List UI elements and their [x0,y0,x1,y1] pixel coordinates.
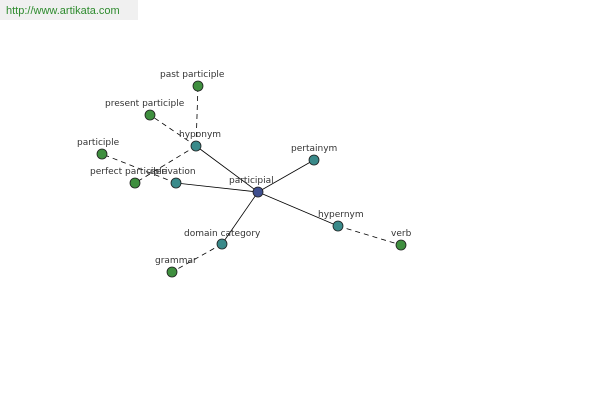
node-verb[interactable]: verb [391,229,412,251]
node-circle-participle[interactable] [96,148,108,160]
node-label-derivation: derivation [150,167,196,177]
edge-hyponym-past-participle [195,85,199,147]
node-past-participle[interactable]: past participle [160,70,225,92]
node-circle-participial[interactable] [252,186,264,198]
edge-hyponym-perfect-participle [134,145,197,184]
nodes-layer: participial hyponym derivation pertainym hyp… [77,70,412,278]
edge-participial-domain-category [221,191,259,245]
node-circle-present-participle[interactable] [144,109,156,121]
edges-layer [101,85,402,273]
node-circle-domain-category[interactable] [216,238,228,250]
edge-derivation-participle [101,153,177,184]
node-label-domain-category: domain category [184,229,261,239]
node-grammar[interactable]: grammar [155,256,197,278]
node-perfect-participle[interactable]: perfect participle [90,167,168,189]
edge-participial-pertainym [257,159,315,193]
node-label-participial: participial [229,176,274,186]
edge-participial-hyponym [195,145,259,193]
node-hypernym[interactable]: hypernym [318,210,364,232]
watermark-url[interactable]: http://www.artikata.com [0,0,138,20]
edge-hyponym-present-participle [149,114,197,147]
node-circle-grammar[interactable] [166,266,178,278]
node-label-past-participle: past participle [160,70,225,80]
node-circle-hypernym[interactable] [332,220,344,232]
node-domain-category[interactable]: domain category [184,229,261,250]
node-label-participle: participle [77,138,120,148]
node-present-participle[interactable]: present participle [105,99,185,121]
node-label-hyponym: hyponym [179,130,221,140]
node-circle-hyponym[interactable] [190,140,202,152]
node-label-present-participle: present participle [105,99,185,109]
edge-domain-category-grammar [171,243,223,273]
edge-hypernym-verb [337,225,402,246]
node-circle-derivation[interactable] [170,177,182,189]
node-label-perfect-participle: perfect participle [90,167,168,177]
node-circle-pertainym[interactable] [308,154,320,166]
edge-participial-hypernym [257,191,339,227]
node-pertainym[interactable]: pertainym [291,144,337,166]
node-circle-perfect-participle[interactable] [129,177,141,189]
node-hyponym[interactable]: hyponym [179,130,221,152]
node-participle[interactable]: participle [77,138,120,160]
node-circle-past-participle[interactable] [192,80,204,92]
node-label-grammar: grammar [155,256,197,266]
node-participial[interactable]: participial [229,176,274,198]
node-derivation[interactable]: derivation [150,167,196,189]
edge-participial-derivation [175,182,259,193]
node-label-pertainym: pertainym [291,144,337,154]
node-label-verb: verb [391,229,412,239]
node-label-hypernym: hypernym [318,210,364,220]
node-circle-verb[interactable] [395,239,407,251]
